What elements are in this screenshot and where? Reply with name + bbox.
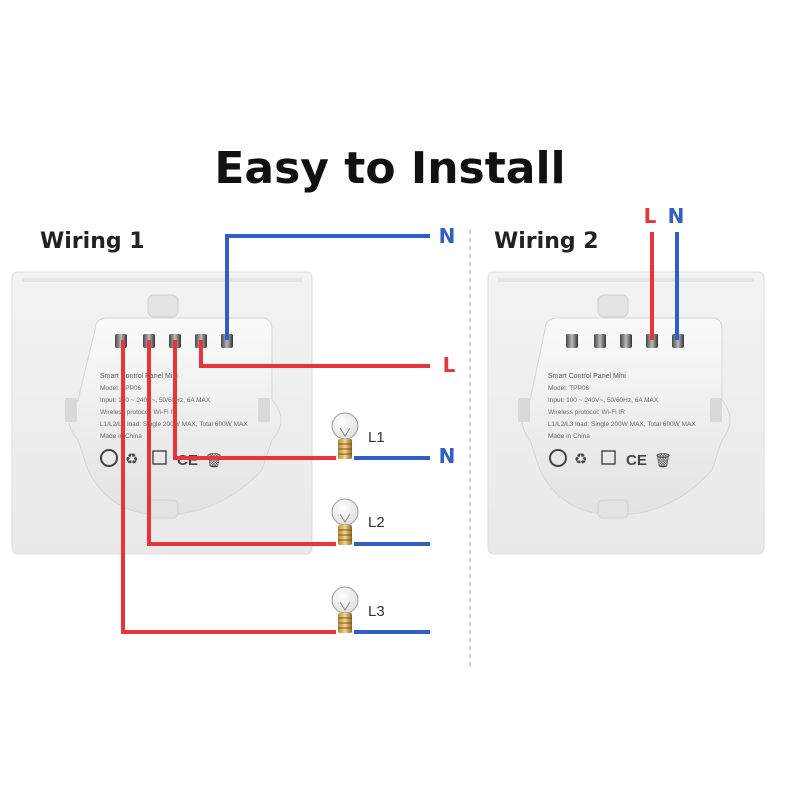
lamp-label-l3: L3 [368, 603, 385, 620]
panel2-model: Model: TPP06 [548, 385, 589, 392]
panel1-name: Smart Control Panel Mini [100, 373, 178, 380]
wires-wiring1 [121, 234, 430, 634]
wires-wiring2 [650, 232, 679, 340]
panel1-wireless: Wireless protocol: Wi-Fi IR [100, 409, 177, 416]
rohs-icon [549, 449, 567, 467]
bulb-icon [331, 498, 359, 545]
wiring1-terminal-l: L [443, 353, 456, 377]
lamp-label-l2: L2 [368, 514, 385, 531]
panel2-load: L1/L2/L3 load: Single 200W MAX, Total 60… [548, 421, 696, 428]
panel1-input: Input: 100 ~ 240V~, 50/60Hz, 6A MAX [100, 397, 211, 404]
double-insulation-icon [601, 450, 616, 465]
double-insulation-icon [152, 450, 167, 465]
live-wire-l3 [121, 340, 336, 634]
page-title: Easy to Install [214, 143, 565, 194]
bulb-icon [331, 586, 359, 633]
bulb-icon [331, 412, 359, 459]
panel2-made: Made in China [548, 433, 590, 440]
panel2-input: Input: 100 ~ 240V~, 50/60Hz, 6A MAX [548, 397, 659, 404]
live-wire-l1 [173, 340, 336, 460]
recycle-icon: ♻ [574, 451, 587, 468]
switch-panel-2: Smart Control Panel Mini Model: TPP06 In… [487, 271, 765, 555]
panel1-model: Model: TPP06 [100, 385, 141, 392]
weee-bin-icon: 🗑 [654, 452, 672, 468]
wiring2-terminal-l: L [644, 204, 657, 228]
recycle-icon: ♻ [125, 451, 138, 468]
ce-mark: CE [177, 452, 198, 469]
rohs-icon [100, 449, 118, 467]
panel2-name: Smart Control Panel Mini [548, 373, 626, 380]
lamp-label-l1: L1 [368, 429, 385, 446]
wiring2-heading: Wiring 2 [494, 229, 599, 254]
wiring1-terminal-n-mid: N [439, 444, 456, 468]
live-wire-main [199, 340, 430, 368]
wiring1-terminal-n-top: N [439, 224, 456, 248]
ce-mark: CE [626, 452, 647, 469]
wiring1-heading: Wiring 1 [40, 229, 145, 254]
wiring2-terminal-n: N [668, 204, 685, 228]
switch-panel-1: Smart Control Panel Mini Model: TPP06 In… [11, 271, 313, 555]
live-wire-l2 [147, 340, 336, 546]
panel2-wireless: Wireless protocol: Wi-Fi IR [548, 409, 625, 416]
neutral-wire-top [225, 234, 430, 340]
